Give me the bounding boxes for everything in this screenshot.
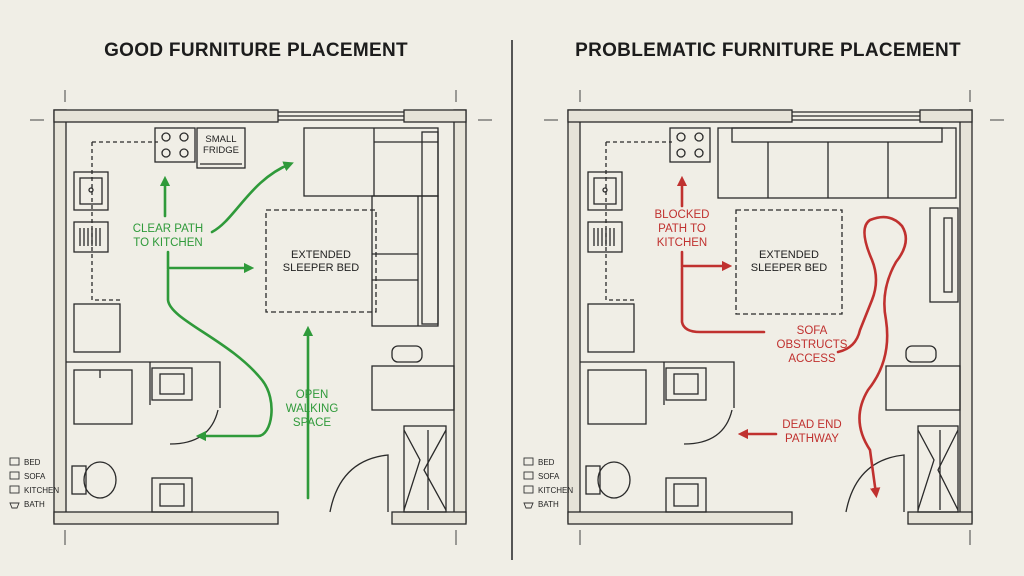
legend-sofa-icon — [9, 471, 20, 480]
legend-bath-icon-right — [523, 502, 534, 509]
open-walking-label-1: OPEN — [296, 389, 329, 401]
left-sofa — [303, 127, 439, 327]
legend-sofa-right: SOFA — [538, 472, 560, 481]
arrow-sofa-obstructs — [680, 266, 766, 334]
legend-bath: BATH — [24, 500, 45, 509]
right-sofa — [717, 127, 957, 199]
right-dimension-lines — [544, 90, 1004, 545]
left-dishwasher — [73, 221, 109, 253]
right-legend — [523, 457, 534, 509]
title-problematic-placement: PROBLEMATIC FURNITURE PLACEMENT — [575, 40, 961, 61]
right-kitchen-sink — [587, 171, 623, 211]
left-entry-door — [329, 454, 389, 513]
legend-kitchen: KITCHEN — [24, 486, 59, 495]
left-washer — [73, 303, 121, 353]
sofa-obstructs-label-1: SOFA — [797, 325, 828, 337]
fridge-label-2: FRIDGE — [203, 145, 239, 156]
left-desk — [371, 345, 455, 411]
left-bathroom-walls — [66, 361, 221, 513]
left-legend — [9, 457, 20, 509]
right-side-cabinet — [929, 207, 959, 303]
left-bed-label-2: SLEEPER BED — [283, 262, 359, 274]
legend-bath-right: BATH — [538, 500, 559, 509]
right-wardrobe — [917, 425, 959, 513]
left-good-paths — [159, 161, 314, 500]
sofa-obstructs-label-2: OBSTRUCTS — [777, 339, 848, 351]
right-counter-outline — [605, 141, 672, 301]
left-stove — [154, 127, 196, 163]
legend-bed-icon — [9, 457, 20, 466]
blocked-label-3: KITCHEN — [657, 237, 707, 249]
left-outer-walls — [53, 109, 467, 525]
open-walking-label-2: WALKING — [286, 403, 339, 415]
right-bed-label-1: EXTENDED — [759, 249, 819, 261]
right-bathroom-walls — [580, 361, 735, 513]
sofa-obstructs-label-3: ACCESS — [788, 353, 836, 365]
left-plan: SMALL FRIDGE — [30, 90, 492, 545]
dead-end-label-2: PATHWAY — [785, 433, 839, 445]
clear-path-label-1: CLEAR PATH — [133, 223, 204, 235]
right-washer — [587, 303, 635, 353]
legend-bath-icon — [9, 502, 20, 509]
legend-kitchen-right: KITCHEN — [538, 486, 573, 495]
arrow-dead-end-route — [836, 215, 908, 499]
dead-end-label-1: DEAD END — [782, 419, 841, 431]
left-bed-label-1: EXTENDED — [291, 249, 351, 261]
legend-bed: BED — [24, 458, 41, 467]
blocked-label-1: BLOCKED — [655, 209, 710, 221]
legend-kitchen-icon-right — [523, 485, 534, 494]
left-dimension-lines — [30, 90, 492, 545]
right-plan: EXTENDED SLEEPER BED — [544, 90, 1004, 545]
left-wardrobe — [403, 425, 447, 513]
fridge-label-1: SMALL — [205, 134, 236, 145]
right-stove — [669, 127, 711, 163]
title-good-placement: GOOD FURNITURE PLACEMENT — [104, 40, 408, 61]
legend-bed-right: BED — [538, 458, 555, 467]
right-sleeper-bed — [735, 209, 843, 315]
left-counter-outline — [91, 141, 158, 301]
arrow-to-bed — [166, 250, 255, 274]
legend-sofa: SOFA — [24, 472, 46, 481]
arrow-to-bathroom — [166, 268, 273, 442]
legend-sofa-icon-right — [523, 471, 534, 480]
left-sleeper-bed — [265, 209, 377, 313]
left-fridge: SMALL FRIDGE — [196, 127, 246, 169]
right-desk — [885, 345, 961, 411]
right-dishwasher — [587, 221, 623, 253]
legend-bed-icon-right — [523, 457, 534, 466]
clear-path-label-2: TO KITCHEN — [133, 237, 202, 249]
right-outer-walls — [567, 109, 973, 525]
open-walking-label-3: SPACE — [293, 417, 331, 429]
legend-kitchen-icon — [9, 485, 20, 494]
left-kitchen-sink — [73, 171, 109, 211]
right-bad-paths — [676, 175, 908, 499]
right-bed-label-2: SLEEPER BED — [751, 262, 827, 274]
arrow-to-sofa — [210, 161, 294, 234]
arrow-blocked-to-bed — [680, 250, 733, 272]
right-entry-door — [845, 454, 905, 513]
blocked-label-2: PATH TO — [658, 223, 706, 235]
panel-divider — [511, 40, 513, 560]
